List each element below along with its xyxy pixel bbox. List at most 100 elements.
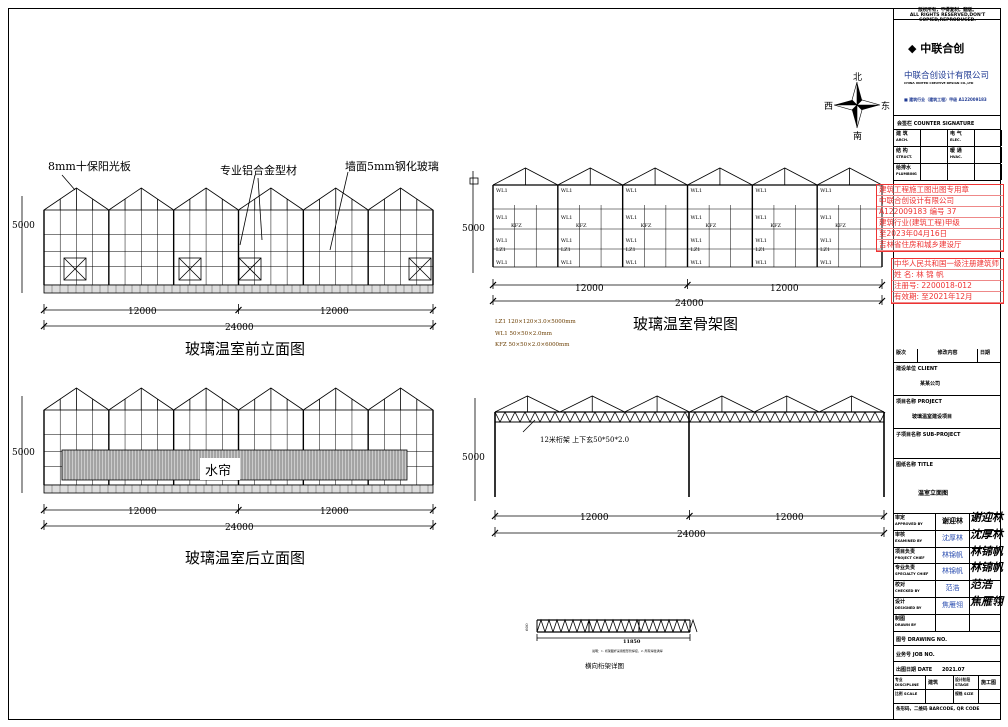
- discipline-en: HVAC.: [950, 155, 963, 159]
- revision-header: 版次 修改内容 日期: [894, 349, 1001, 363]
- detail-web: [624, 618, 634, 633]
- project-value: 玻璃温室建设项目: [912, 414, 953, 420]
- stamp1-line: 建筑行业(建筑工程)甲级: [877, 218, 1003, 229]
- skeleton-dim-slash: [878, 281, 886, 289]
- discipline-label: [948, 164, 975, 180]
- back-brick-base: [43, 484, 434, 494]
- truss-height: 5000: [462, 453, 485, 463]
- skeleton-member-tag: WL1: [496, 188, 508, 194]
- architect-stamp: 中华人民共和国一级注册建筑师姓 名: 林 锦 帆注册号: 2200018-012…: [891, 258, 1004, 304]
- stamp1-line: 建筑工程施工图出图专用章: [877, 185, 1003, 196]
- detail-web: [600, 618, 610, 633]
- front-fan: [178, 257, 202, 281]
- role-name: 沈厚林: [936, 530, 970, 547]
- role-name: 谢迎林: [936, 514, 970, 530]
- skeleton-member-tag: KFZ: [835, 223, 846, 229]
- detail-length: 11850: [623, 639, 641, 645]
- skeleton-member-tag: LZ1: [755, 247, 765, 253]
- skeleton-member-tag: WL1: [561, 188, 573, 194]
- back-dim-slash: [40, 506, 48, 514]
- back-dim-slash: [429, 506, 437, 514]
- truss-web: [854, 411, 866, 423]
- front-fan: [238, 257, 262, 281]
- truss-web: [614, 411, 626, 423]
- front-fan: [408, 257, 432, 281]
- truss-web: [784, 411, 796, 423]
- legend-kfz: KFZ 50×50×2.0×6000mm: [495, 342, 570, 348]
- compass-icon: [833, 81, 881, 129]
- role-en: PROJECT CHIEF: [895, 555, 925, 560]
- role-en: CHECKED BY: [895, 589, 920, 594]
- stamp1-line: 中联合创设计有限公司: [877, 196, 1003, 207]
- skeleton-member-tag: WL1: [626, 260, 638, 266]
- skeleton-member-tag: LZ1: [561, 247, 571, 253]
- truss-web: [744, 411, 756, 423]
- back-height: 5000: [12, 448, 35, 458]
- role-name: 林锦帆: [936, 564, 970, 581]
- back-span-a: 12000: [128, 507, 157, 517]
- scale-row: 比例 SCALE 规格 SIZE: [894, 690, 1001, 704]
- detail-web: [608, 618, 618, 633]
- skeleton-member-tag: WL1: [691, 188, 703, 194]
- detail-web: [656, 618, 666, 633]
- detail-web: [536, 618, 546, 633]
- truss-span-b: 12000: [775, 513, 804, 523]
- truss-web: [814, 411, 826, 423]
- truss-web: [594, 411, 606, 423]
- compass-north: 北: [853, 72, 862, 83]
- title-label: 图纸名称 TITLE: [896, 462, 934, 468]
- truss-web: [554, 411, 566, 423]
- signature-cell: [921, 164, 948, 180]
- discipline-row: 专业 DISCIPLINE 建筑 设计阶段 STAGE 施工图: [894, 676, 1001, 690]
- skeleton-member-tag: WL1: [496, 238, 508, 244]
- back-dim-slash: [235, 506, 242, 514]
- subproject-label: 子项目名称 SUB-PROJECT: [894, 429, 1001, 459]
- truss-web: [714, 411, 726, 423]
- discipline-cn: 电 气: [950, 131, 962, 137]
- skeleton-member-tag: WL1: [755, 215, 767, 221]
- truss-dim-slash: [880, 512, 888, 520]
- truss-web: [604, 411, 616, 423]
- license-text: ■ 建筑行业（建筑工程）甲级 A122009183: [904, 97, 987, 102]
- truss-web: [624, 411, 636, 423]
- detail-web: [568, 618, 578, 633]
- company-logo: ◆ 中联合创: [908, 42, 965, 55]
- stage-label: 设计阶段 STAGE: [954, 676, 979, 689]
- project-label: 项目名称 PROJECT: [896, 399, 942, 405]
- company-name-en: CHINA UNITED CREATIVE DESIGN CO.,LTD: [904, 81, 974, 85]
- detail-web: [672, 618, 682, 633]
- skeleton-member-tag: KFZ: [706, 223, 717, 229]
- discipline-value: 建筑: [926, 676, 954, 689]
- skeleton-member-tag: WL1: [691, 260, 703, 266]
- rev-no-header: 版次: [894, 349, 918, 362]
- drawing-frame: [8, 8, 1001, 720]
- role-cn: 审定: [895, 515, 906, 521]
- truss-web: [684, 411, 696, 423]
- truss-web: [694, 411, 706, 423]
- rev-content-header: 修改内容: [918, 349, 978, 362]
- role-signature: 沈厚林: [970, 527, 1003, 541]
- role-name: 林锦帆: [936, 547, 970, 564]
- rev-date-header: 日期: [980, 350, 991, 356]
- role-en: EXAMINED BY: [895, 538, 923, 543]
- skeleton-dim-slash: [684, 281, 691, 289]
- leader: [61, 174, 76, 191]
- role-cn: 设计: [895, 599, 906, 605]
- discipline-cn: 给排水: [896, 165, 912, 171]
- legend-lz1: LZ1 120×120×3.0×5000mm: [495, 319, 577, 325]
- truss-dim-slash: [880, 529, 888, 537]
- role-signature: 林锦帆: [970, 561, 1003, 575]
- discipline-cn: 建 筑: [896, 131, 908, 137]
- role-signature: 范浩: [970, 578, 992, 592]
- stamp2-line: 有效期: 至2021年12月: [892, 292, 1003, 303]
- discipline-cn: 暖 通: [950, 148, 962, 154]
- size-label: 规格 SIZE: [954, 690, 979, 703]
- skeleton-member-tag: WL1: [496, 260, 508, 266]
- role-en: APPROVED BY: [895, 522, 923, 526]
